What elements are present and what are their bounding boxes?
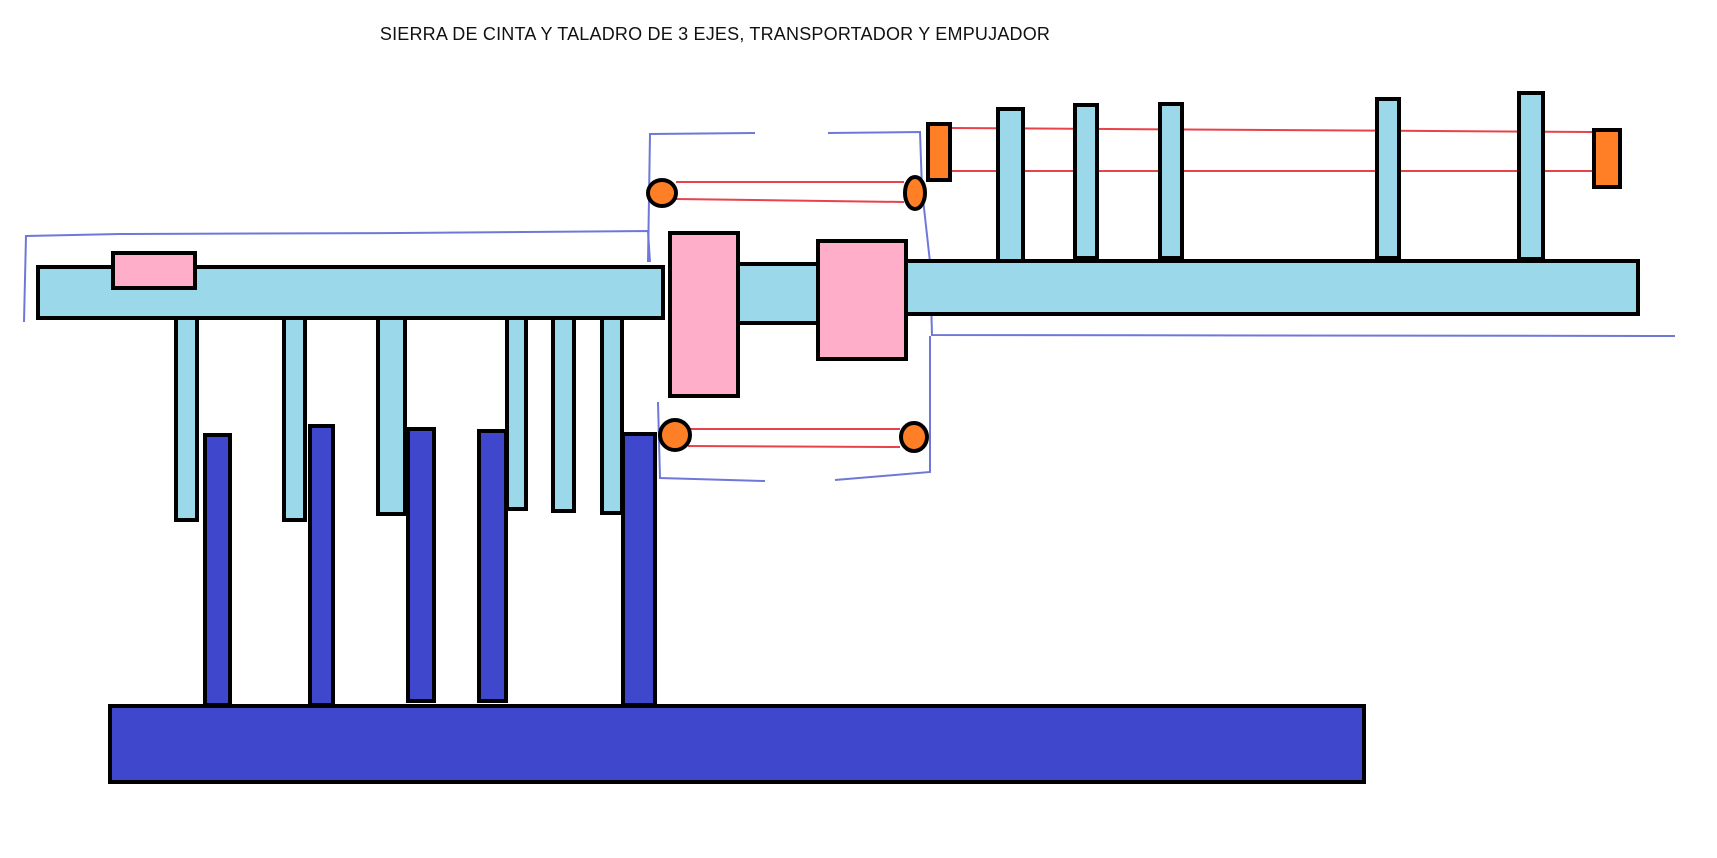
pink-block-left [668,231,740,398]
guide-line-center-bottom-left [657,401,766,482]
center-connector [731,262,821,325]
sensor-upper-left [646,178,678,208]
upper-leg-6 [600,314,624,515]
support-posts [203,424,657,707]
right-uprights [996,91,1545,263]
right-upright-2 [1073,103,1099,260]
sensor-lower-left [658,418,692,452]
support-post-1 [203,433,232,707]
guide-line-center-bottom-right [834,336,931,481]
sensor-upper-right [903,175,927,211]
receiver-top-right [1592,128,1622,189]
right-upright-3 [1158,102,1184,260]
support-post-2 [308,424,335,707]
upper-leg-5 [551,314,576,513]
upper-leg-4 [505,314,528,511]
pink-block-right [816,239,908,361]
upper-leg-2 [282,314,307,522]
support-post-4 [477,429,508,703]
sensor-lower-right [899,421,929,453]
guide-line-center-top-right [827,130,1676,337]
beam-lower-2 [687,445,901,448]
beam-upper-left-2 [675,198,905,203]
right-upright-4 [1375,97,1401,260]
left-pink-block [111,251,197,290]
diagram-title: SIERRA DE CINTA Y TALADRO DE 3 EJES, TRA… [379,24,1051,44]
sensors [646,122,1622,453]
guide-outlines [23,130,1676,482]
guide-line-center-top-left [647,132,756,263]
support-post-3 [406,427,436,703]
support-post-5 [621,432,657,707]
left-upper-legs [174,314,624,522]
base-plate [108,704,1366,784]
right-conveyor-beam [904,259,1640,316]
right-upright-5 [1517,91,1545,261]
sensor-beams [675,127,1593,448]
upper-leg-3 [376,314,407,516]
emitter-top-left [926,122,952,182]
upper-leg-1 [174,314,199,522]
beam-top-right-1 [951,127,1593,133]
right-upright-1 [996,107,1025,263]
